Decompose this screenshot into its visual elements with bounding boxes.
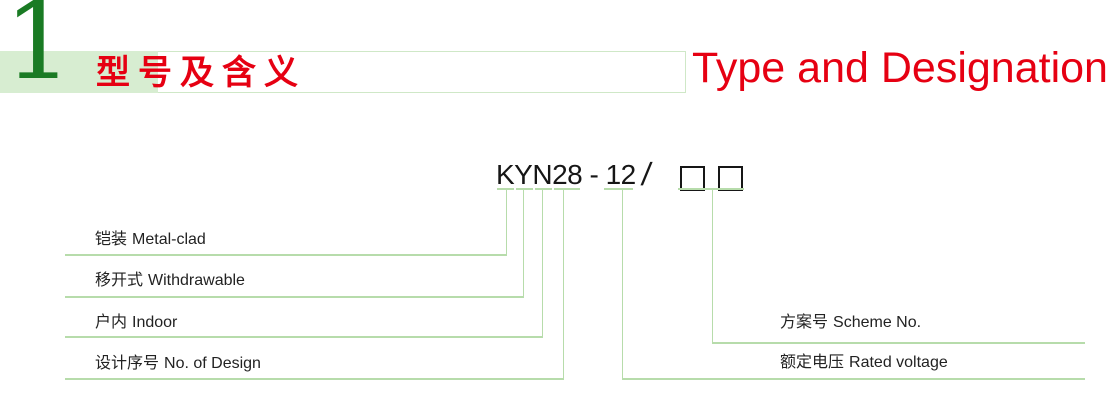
vline-indoor	[542, 188, 543, 338]
vline-withdrawable	[523, 188, 524, 298]
label-rated-voltage-en: Rated voltage	[849, 354, 948, 371]
hline-design-no	[65, 378, 564, 380]
label-metal-clad-en: Metal-clad	[132, 231, 206, 248]
hline-withdrawable	[65, 296, 524, 298]
header-green-fill	[0, 51, 158, 93]
tick-under-K	[497, 188, 514, 190]
label-design-no-en: No. of Design	[164, 355, 261, 372]
vline-scheme-no	[712, 188, 713, 344]
label-withdrawable-en: Withdrawable	[148, 272, 245, 289]
page-title-en: Type and Designation	[692, 44, 1107, 92]
label-metal-clad-zh: 铠装	[95, 231, 128, 248]
label-scheme-no-en: Scheme No.	[833, 314, 922, 331]
vline-rated-voltage	[622, 188, 623, 380]
tick-under-boxes	[678, 188, 744, 190]
model-slash: /	[639, 156, 654, 192]
model-designation: KYN28 - 12	[496, 159, 636, 190]
section-number: 1	[4, 0, 73, 104]
vline-metal-clad	[506, 188, 507, 256]
page-title-zh: 型号及含义	[96, 54, 306, 92]
label-indoor-zh: 户内	[95, 314, 128, 331]
label-withdrawable-zh: 移开式	[95, 272, 144, 289]
scheme-placeholder-box-1	[680, 166, 705, 191]
tick-under-Y	[516, 188, 533, 190]
tick-under-28	[554, 188, 580, 190]
label-rated-voltage-zh: 额定电压	[780, 354, 845, 371]
scheme-placeholder-box-2	[718, 166, 743, 191]
vline-design-no	[563, 188, 564, 380]
hline-rated-voltage	[622, 378, 1085, 380]
hline-scheme-no	[712, 342, 1085, 344]
label-scheme-no-zh: 方案号	[780, 314, 829, 331]
label-indoor-en: Indoor	[132, 314, 178, 331]
hline-metal-clad	[65, 254, 507, 256]
label-design-no-zh: 设计序号	[95, 355, 160, 372]
hline-indoor	[65, 336, 543, 338]
tick-under-N	[535, 188, 552, 190]
tick-under-12	[604, 188, 633, 190]
